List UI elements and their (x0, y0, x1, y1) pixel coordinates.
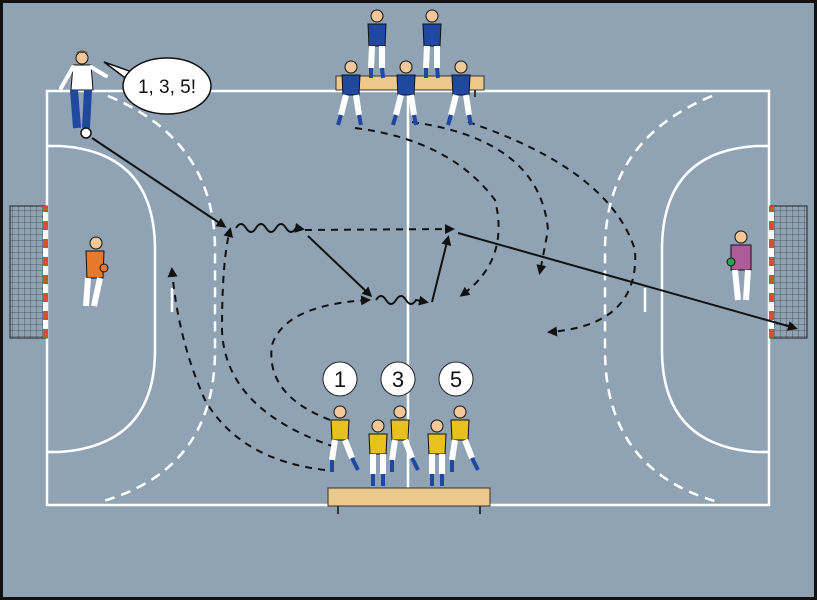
left-goal (9, 205, 48, 339)
right-goal (769, 205, 808, 339)
dribbles (235, 222, 429, 306)
dribble-1 (235, 222, 305, 233)
bottom-bench (327, 487, 491, 514)
blue-team (336, 9, 473, 126)
dribble-2 (375, 295, 429, 306)
pass-path (304, 224, 455, 235)
blue-player (422, 9, 442, 79)
coach-speech-bubble: 1, 3, 5! (103, 57, 212, 115)
run-path-bottom-1 (167, 267, 326, 471)
run-path-bottom-2 (220, 227, 336, 448)
yellow-player (368, 419, 388, 486)
pass-diagonal (307, 235, 373, 298)
player-number-circle: 5 (438, 361, 474, 397)
run-path-top-3 (467, 121, 637, 337)
yellow-player (389, 405, 420, 472)
yellow-team (329, 405, 480, 486)
yellow-player (449, 405, 480, 472)
pass-coach (91, 137, 227, 228)
player-number-circle: 3 (380, 361, 416, 397)
yellow-player (427, 419, 447, 486)
shot-on-goal (457, 232, 798, 331)
coach-speech-text: 1, 3, 5! (138, 77, 196, 98)
right-goal-area (660, 144, 769, 454)
yellow-player (329, 405, 360, 472)
run-path-top-2 (411, 121, 550, 275)
player-number-label: 1 (334, 367, 346, 392)
goalkeeper-left (83, 236, 109, 307)
player-number-circle: 1 (322, 361, 358, 397)
run-paths (167, 121, 637, 471)
blue-player (446, 60, 473, 126)
player-number-label: 5 (450, 367, 462, 392)
blue-player (336, 60, 363, 126)
player-number-label: 3 (392, 367, 404, 392)
ball-moves (91, 137, 798, 331)
coach (59, 50, 108, 139)
blue-player (367, 9, 387, 79)
blue-player (391, 60, 418, 126)
left-goal-area (47, 144, 157, 454)
run-path-bottom-3 (270, 295, 371, 421)
pass-up (431, 235, 452, 303)
run-path-top-1 (354, 127, 500, 297)
goalkeeper-right (726, 230, 752, 301)
ball (80, 127, 92, 139)
